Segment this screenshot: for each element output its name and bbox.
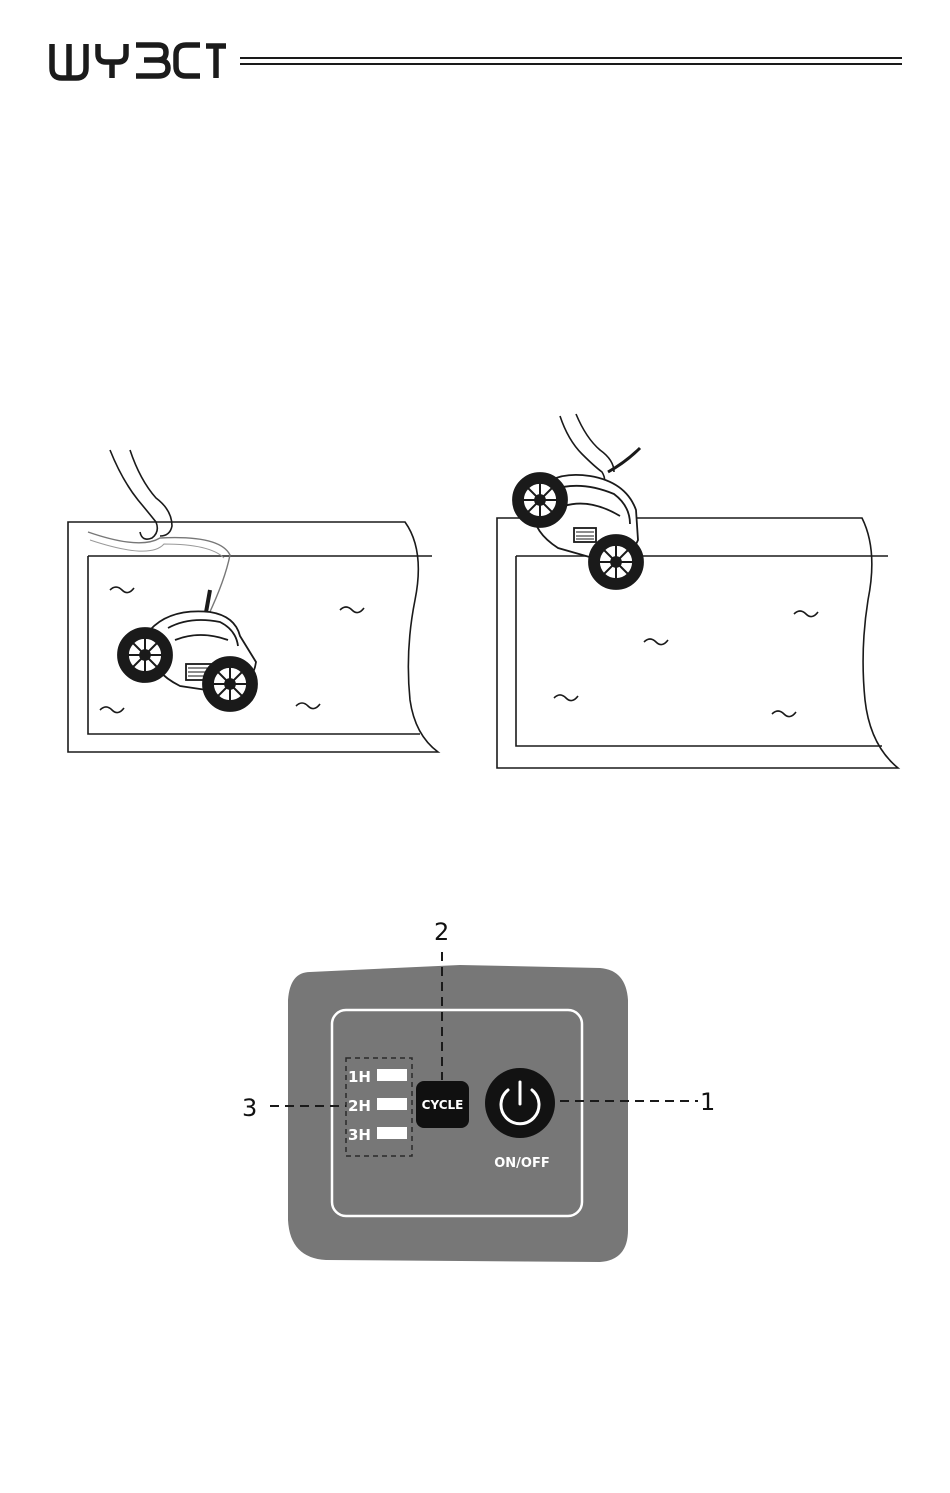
led-2h xyxy=(377,1098,407,1110)
timer-label-3h: 3H xyxy=(348,1128,371,1143)
control-panel-diagram: 1H 2H 3H CYCLE ON/OFF 2 3 1 xyxy=(230,910,730,1270)
wybot-logo xyxy=(48,40,228,82)
power-button[interactable] xyxy=(485,1068,555,1138)
page-header xyxy=(0,0,950,120)
power-icon xyxy=(485,1068,555,1138)
power-button-label: ON/OFF xyxy=(482,1156,562,1171)
timer-label-2h: 2H xyxy=(348,1099,371,1114)
led-1h xyxy=(377,1069,407,1081)
robot-lowered-into-pool-illustration xyxy=(60,440,450,760)
header-rule xyxy=(240,57,902,65)
callout-2: 2 xyxy=(434,920,449,944)
control-panel-body xyxy=(230,910,730,1270)
cycle-button[interactable]: CYCLE xyxy=(416,1081,469,1128)
callout-3: 3 xyxy=(242,1096,257,1120)
callout-1: 1 xyxy=(700,1090,715,1114)
timer-label-1h: 1H xyxy=(348,1070,371,1085)
robot-lifted-out-of-pool-illustration xyxy=(490,410,910,780)
led-3h xyxy=(377,1127,407,1139)
